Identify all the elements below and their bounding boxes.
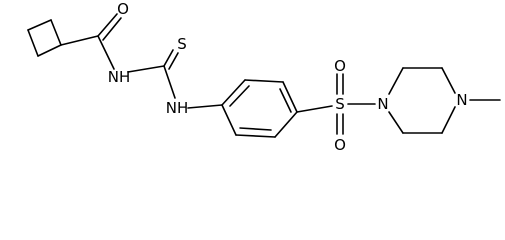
- atom-label-sulfonyl-sulfur: S: [335, 95, 345, 113]
- bond-cb-1: [27, 19, 52, 31]
- bond-pz-1: [388, 67, 404, 95]
- bond-cs-1: [163, 49, 174, 67]
- thiocarbonyl-double-bond: [163, 49, 179, 70]
- bond-bz-3: [282, 81, 298, 113]
- bond-pz-4: [441, 106, 456, 134]
- bond-benzene-to-sulfonyl: [296, 105, 333, 113]
- piperazine-ring: [388, 67, 456, 134]
- cyclobutane-ring: [27, 19, 62, 57]
- atom-label-thione-sulfur: S: [177, 35, 187, 53]
- bond-pz-3: [441, 67, 456, 94]
- bond-carbonyl-to-nh: [97, 35, 115, 70]
- atom-label-piperazine-n4: N: [456, 91, 467, 109]
- bond-bz-4: [274, 111, 298, 138]
- bond-co-2: [102, 17, 122, 41]
- atom-label-amide-nh: NH: [108, 68, 131, 86]
- atom-label-amine-nh: NH: [166, 99, 189, 117]
- bond-cb-3: [37, 44, 62, 57]
- bond-bz-inner-3: [239, 127, 272, 131]
- atom-label-piperazine-n1: N: [377, 95, 388, 113]
- chemical-structure-diagram: O NH S NH S O O N N: [27, 0, 501, 154]
- bond-nh-to-benzene: [187, 104, 223, 109]
- bond-cb-4: [27, 29, 39, 57]
- bond-cs-2: [168, 52, 179, 70]
- sulfonyl-oxygen-top-bond: [336, 73, 344, 95]
- benzene-ring: [221, 79, 298, 138]
- bond-co-1: [97, 13, 118, 37]
- sulfonyl-oxygen-bottom-bond: [336, 113, 344, 135]
- bond-bz-inner-1: [229, 85, 250, 107]
- atom-label-carbonyl-oxygen: O: [117, 0, 129, 18]
- bond-bz-5: [235, 134, 276, 138]
- bond-pz-6: [388, 111, 404, 134]
- bond-bz-1: [221, 79, 246, 106]
- bond-ring-to-carbonyl: [60, 35, 99, 46]
- atom-label-sulfonyl-oxygen-top: O: [334, 57, 346, 75]
- atom-label-sulfonyl-oxygen-bottom: O: [334, 136, 346, 154]
- bond-cb-2: [50, 19, 62, 46]
- bond-thiocarbonyl-to-nh: [163, 65, 176, 99]
- bond-nh-to-thiocarbonyl: [127, 65, 165, 73]
- bond-bz-6: [221, 104, 237, 136]
- bond-bz-2: [244, 79, 284, 83]
- carbonyl-double-bond: [97, 13, 122, 41]
- bond-bz-inner-2: [279, 88, 292, 113]
